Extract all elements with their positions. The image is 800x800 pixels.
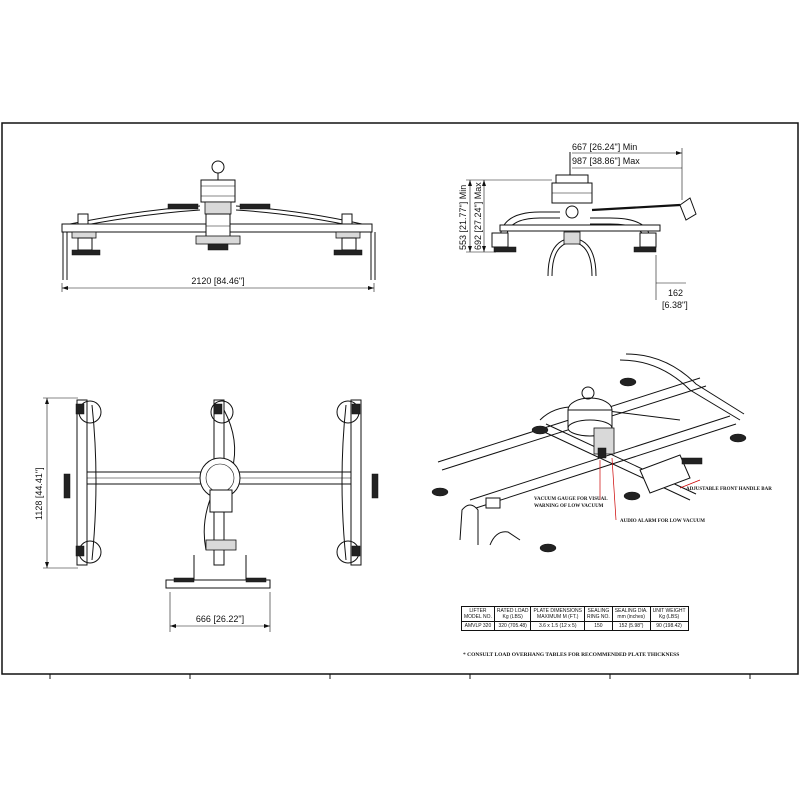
side-view [466,148,697,300]
border-ticks [49,674,751,679]
footnote: * CONSULT LOAD OVERHANG TABLES FOR RECOM… [463,652,679,658]
top-handle-width-dim: 666 [26.22"] [196,614,244,624]
top-length-dim: 1128 [44.41"] [34,467,44,520]
side-reach-min: 667 [26.24"] Min [572,142,637,152]
sheet-border [1,122,799,675]
front-width-dim: 2120 [84.46"] [191,276,244,286]
callout-audio-alarm: AUDIO ALARM FOR LOW VACUUM [620,519,705,524]
callout-vacuum-gauge-2: WARNING OF LOW VACUUM [534,504,604,509]
spec-table-data-row: AMVLP 320 320 (705.48) 3.6 x 1.5 (12 x 5… [461,621,689,631]
top-view [43,397,379,632]
sealing-dia-cell: 152 (5.98") [611,621,651,631]
isometric-view [431,353,747,553]
side-pad-dim-bottom: [6.38"] [662,300,688,310]
header-cell: SEALING DIA.mm (inches) [611,606,651,622]
plate-dimensions-cell: 3.6 x 1.5 (12 x 5) [530,621,585,631]
sealing-ring-cell: 150 [584,621,613,631]
callout-vacuum-gauge-1: VACUUM GAUGE FOR VISUAL [534,497,608,502]
side-reach-max: 987 [38.86"] Max [572,156,640,166]
unit-weight-cell: 90 (198.42) [649,621,689,631]
side-height-max: 692 [27.24"] Max [473,182,483,250]
callout-handle-bar: ADJUSTABLE FRONT HANDLE BAR [686,487,772,492]
side-pad-dim-top: 162 [668,288,683,298]
side-height-min: 553 [21.77"] Min [458,185,468,250]
front-view [61,160,376,292]
model-cell: AMVLP 320 [461,621,495,631]
rated-load-cell: 320 (705.48) [493,621,532,631]
